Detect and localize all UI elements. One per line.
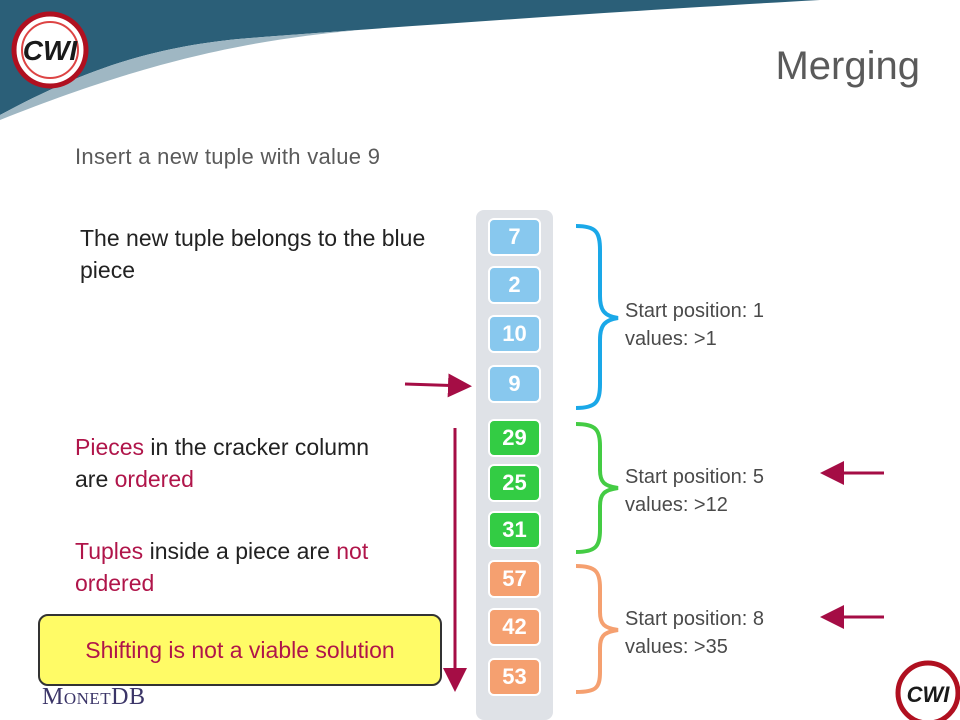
svg-text:CWI: CWI <box>23 35 79 66</box>
ordered-word: ordered <box>114 466 194 492</box>
monetdb-logo: MONETDB <box>42 684 146 710</box>
not-ordered-word: not ordered <box>75 538 369 596</box>
green-piece-brace <box>575 422 619 554</box>
column-cell-blue: 10 <box>488 315 541 353</box>
insert-arrow <box>404 373 472 398</box>
svg-text:CWI: CWI <box>907 682 951 707</box>
cwi-logo-top: CWI <box>11 11 89 89</box>
svg-text:MONETDB: MONETDB <box>42 684 146 710</box>
blue-piece-values: values: >1 <box>625 328 717 350</box>
blue-piece-brace <box>575 224 619 410</box>
green-piece-values: values: >12 <box>625 494 728 516</box>
page-title: Merging <box>775 44 920 88</box>
column-cell-blue: 9 <box>488 365 541 403</box>
orange-piece-brace <box>575 564 619 694</box>
green-piece-label: Start position: 5 values: >12 <box>625 463 764 519</box>
column-cell-green: 29 <box>488 419 541 457</box>
header-banner <box>0 0 820 120</box>
pieces-mid: in the cracker column are <box>75 434 370 492</box>
subtitle: Insert a new tuple with value 9 <box>75 144 381 169</box>
column-cell-green: 31 <box>488 511 541 549</box>
blue-piece-label: Start position: 1 values: >1 <box>625 297 764 353</box>
orange-piece-label: Start position: 8 values: >35 <box>625 605 764 661</box>
column-cell-blue: 2 <box>488 266 541 304</box>
column-cell-orange: 57 <box>488 560 541 598</box>
belongs-note: The new tuple belongs to the blue piece <box>80 225 426 283</box>
blue-piece-start: Start position: 1 <box>625 300 764 322</box>
tuples-mid: inside a piece are <box>143 538 337 564</box>
green-piece-start: Start position: 5 <box>625 466 764 488</box>
tuples-unordered-note: Tuples inside a piece are not ordered <box>75 535 405 599</box>
column-cell-orange: 53 <box>488 658 541 696</box>
cwi-logo-bottom: CWI <box>895 660 960 720</box>
tuples-word: Tuples <box>75 538 144 564</box>
pieces-ordered-note: Pieces in the cracker column are ordered <box>75 431 405 495</box>
column-cell-green: 25 <box>488 464 541 502</box>
column-cell-orange: 42 <box>488 608 541 646</box>
shifting-callout: Shifting is not a viable solution <box>38 614 442 686</box>
orange-piece-values: values: >35 <box>625 636 728 658</box>
pieces-word: Pieces <box>75 434 145 460</box>
orange-piece-start: Start position: 8 <box>625 608 764 630</box>
column-cell-blue: 7 <box>488 218 541 256</box>
